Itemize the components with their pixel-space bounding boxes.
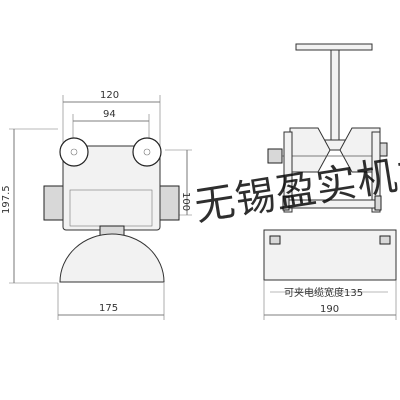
- dim-94: 94: [103, 109, 116, 120]
- dim-190: 190: [320, 304, 339, 315]
- cable-width-label: 可夹电缆宽度135: [284, 286, 363, 299]
- left-wheel: [59, 137, 89, 167]
- dim-120: 120: [100, 90, 119, 101]
- rail-web: [330, 49, 340, 141]
- dim-197-5: 197.5: [1, 185, 12, 214]
- right-wheel: [132, 137, 162, 167]
- side-view: 可夹电缆宽度135 190: [263, 43, 397, 320]
- front-view: 197.5 120 94 100 175: [1, 90, 192, 320]
- right-frame: [371, 131, 381, 213]
- dim-100: 100: [180, 192, 191, 211]
- cable-clamp-box: [263, 229, 397, 281]
- cable-saddle: [59, 233, 165, 283]
- dim-175: 175: [99, 303, 118, 314]
- rail-top-flange: [295, 43, 373, 51]
- left-frame: [283, 131, 293, 213]
